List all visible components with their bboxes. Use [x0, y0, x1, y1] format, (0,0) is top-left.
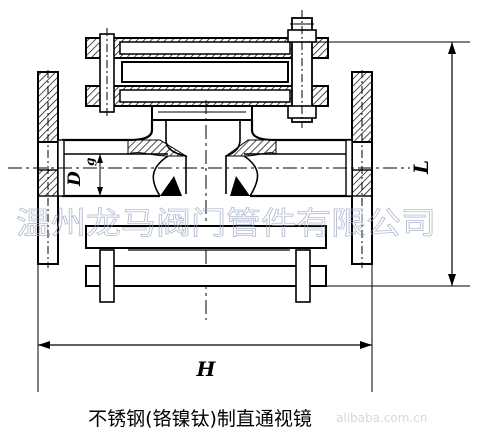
- site-watermark: alibaba.com.cn: [336, 411, 428, 425]
- length-dimension: L: [316, 41, 470, 287]
- diameter-label: D: [65, 171, 85, 187]
- right-end-flange: [345, 70, 373, 268]
- bottom-cover-flange: [85, 249, 327, 303]
- top-bolt-left: [99, 28, 115, 118]
- width-dimension: H: [37, 264, 373, 392]
- figure-caption: 不锈钢(铬镍钛)制直通视镜: [88, 408, 312, 430]
- tee-body: [62, 120, 352, 198]
- width-label: H: [196, 357, 217, 381]
- company-watermark: 温州龙马阀门管件有限公司: [16, 206, 436, 242]
- diameter-subscript: g: [83, 158, 97, 166]
- left-end-flange: [37, 70, 65, 268]
- top-sight-glass: [121, 61, 289, 83]
- length-label: L: [409, 160, 433, 175]
- diameter-dimension: D g: [65, 153, 124, 197]
- bottom-sight-glass: [85, 225, 327, 249]
- top-cover-flange: [85, 37, 329, 59]
- top-lower-flange: [85, 85, 329, 107]
- top-bolt-right: [287, 10, 317, 128]
- top-neck: [151, 105, 253, 121]
